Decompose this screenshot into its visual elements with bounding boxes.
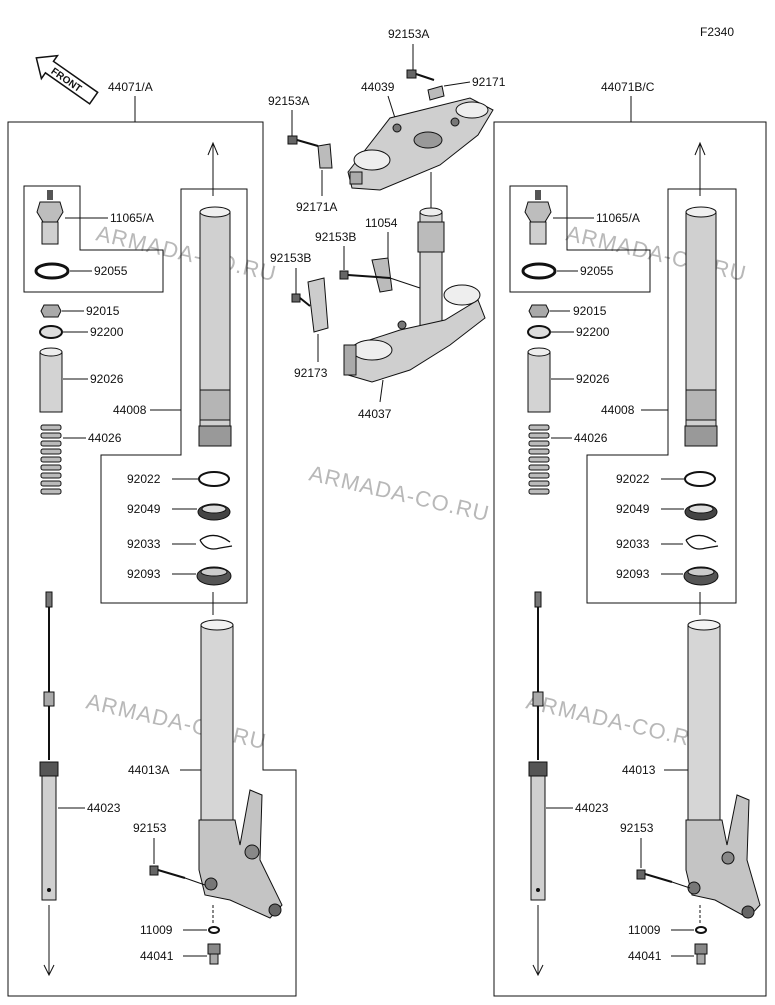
center-label-bolt-b2: 92153B	[270, 251, 311, 265]
center-group: 92153A 92171 44039 92153A	[268, 27, 506, 421]
watermarks: ARMADA-CO.RU ARMADA-CO.RU ARMADA-CO.RU A…	[84, 221, 749, 755]
right-label-bolt: 92153	[620, 821, 654, 835]
right-label-cylinder: 44023	[575, 801, 609, 815]
center-label-clamp: 92173	[294, 366, 328, 380]
right-label-inner-tube: 44008	[601, 403, 635, 417]
left-dust-seal	[196, 566, 232, 586]
center-stem-clip	[371, 257, 393, 293]
left-outer-tube	[198, 619, 283, 919]
left-bolt	[149, 865, 186, 879]
left-ring	[198, 471, 230, 487]
left-label-outer-tube: 44013A	[128, 763, 169, 777]
right-assembly-label: 44071B/C	[601, 80, 655, 94]
left-oring	[34, 262, 70, 280]
right-bolt	[636, 869, 673, 883]
right-label-outer-tube: 44013	[622, 763, 656, 777]
right-fork-cap	[524, 190, 552, 245]
right-gasket	[695, 926, 707, 934]
right-label-dust-seal: 92093	[616, 567, 650, 581]
left-label-spring: 44026	[88, 431, 122, 445]
center-lower-bracket	[343, 284, 486, 383]
right-cylinder	[528, 591, 548, 977]
left-inner-tube	[198, 206, 232, 447]
right-clip	[685, 534, 719, 550]
watermark-3: ARMADA-CO.RU	[307, 461, 492, 527]
right-oil-seal	[684, 503, 718, 521]
right-inner-tube	[684, 206, 718, 447]
right-washer	[527, 325, 551, 339]
left-label-bolt: 92153	[133, 821, 167, 835]
left-label-dust-seal: 92093	[127, 567, 161, 581]
left-spring	[40, 424, 62, 495]
left-label-collar: 92026	[90, 372, 124, 386]
right-outer-tube	[685, 619, 761, 919]
left-collar	[39, 347, 63, 413]
right-label-drain-bolt: 44041	[628, 949, 662, 963]
right-label-cap: 11065/A	[596, 211, 640, 225]
left-label-inner-tube: 44008	[113, 403, 147, 417]
left-label-clip: 92033	[127, 537, 161, 551]
left-fork-cap	[36, 190, 64, 245]
center-label-bracket-left: 92171A	[296, 200, 337, 214]
right-ring	[684, 471, 716, 487]
center-label-bracket-top: 92171	[472, 75, 506, 89]
left-washer	[39, 325, 63, 339]
left-label-cap: 11065/A	[110, 211, 154, 225]
watermark-5: ARMADA-CO.RU	[524, 689, 709, 755]
right-label-oil-seal: 92049	[616, 502, 650, 516]
figure-code: F2340	[700, 25, 734, 39]
right-label-spring: 44026	[574, 431, 608, 445]
left-drain-bolt	[207, 943, 221, 965]
right-spring	[528, 424, 550, 495]
center-label-stem-part: 11054	[365, 216, 398, 230]
left-clip	[199, 534, 233, 550]
right-label-nut: 92015	[573, 304, 607, 318]
right-label-clip: 92033	[616, 537, 650, 551]
front-arrow-icon: FRONT	[35, 54, 99, 105]
right-fork-group: 44071B/C 11065/A 92055 92015 92200 92026	[493, 80, 767, 997]
right-label-gasket: 11009	[628, 923, 661, 937]
right-collar	[527, 347, 551, 413]
left-label-ring: 92022	[127, 472, 161, 486]
right-label-washer: 92200	[576, 325, 610, 339]
center-bolt-left	[287, 135, 319, 147]
left-label-nut: 92015	[86, 304, 120, 318]
left-fork-group: 44071/A 11065/A 92055 92015 92200 92026	[7, 80, 297, 997]
center-label-bolt-top: 92153A	[388, 27, 429, 41]
right-nut	[528, 304, 550, 318]
right-label-ring: 92022	[616, 472, 650, 486]
left-label-oil-seal: 92049	[127, 502, 161, 516]
center-bolt-top	[406, 69, 435, 81]
center-bolt-b1	[339, 270, 391, 280]
center-upper-bracket	[347, 97, 494, 191]
right-label-oring: 92055	[580, 264, 614, 278]
center-bracket-left	[317, 143, 333, 169]
center-label-lower-bracket: 44037	[358, 407, 392, 421]
center-bracket-top	[427, 85, 445, 101]
left-label-drain-bolt: 44041	[140, 949, 174, 963]
center-clamp	[307, 277, 329, 333]
right-dust-seal	[683, 566, 719, 586]
right-oring	[521, 262, 557, 280]
center-label-bolt-left: 92153A	[268, 94, 309, 108]
left-label-cylinder: 44023	[87, 801, 121, 815]
left-label-oring: 92055	[94, 264, 128, 278]
left-gasket	[208, 926, 220, 934]
center-label-upper-bracket: 44039	[361, 80, 395, 94]
left-assembly-label: 44071/A	[108, 80, 153, 94]
left-oil-seal	[197, 503, 231, 521]
left-label-gasket: 11009	[140, 923, 173, 937]
right-drain-bolt	[694, 943, 708, 965]
left-nut	[40, 304, 62, 318]
center-steering-stem	[417, 207, 445, 328]
right-label-collar: 92026	[576, 372, 610, 386]
left-cylinder	[39, 591, 59, 977]
center-bolt-b2	[291, 293, 311, 307]
watermark-4: ARMADA-CO.RU	[84, 689, 269, 755]
left-label-washer: 92200	[90, 325, 124, 339]
center-label-bolt-b1: 92153B	[315, 230, 356, 244]
